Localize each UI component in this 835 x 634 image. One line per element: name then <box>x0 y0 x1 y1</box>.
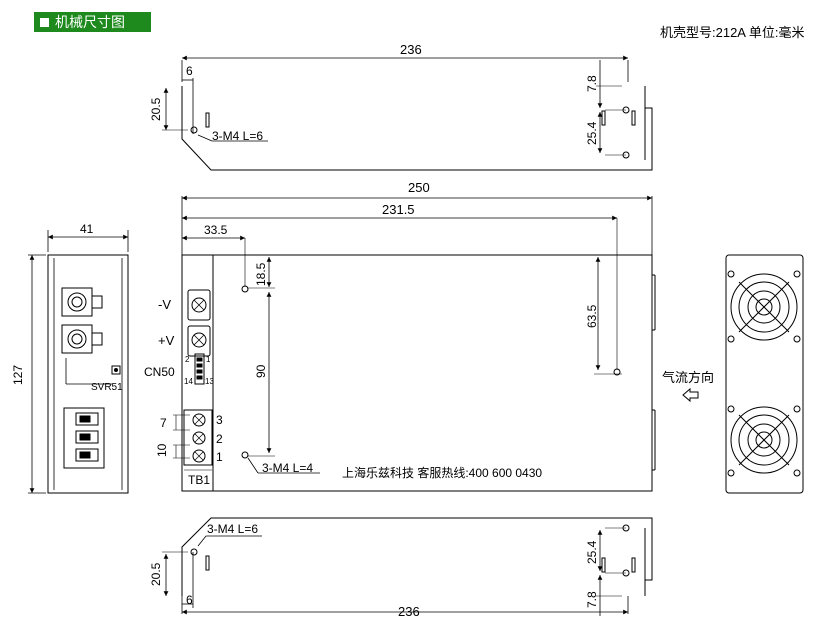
fan-grill-icon <box>730 273 798 341</box>
bottom-hole-spacing-label: 25.4 <box>585 540 599 564</box>
section-title-banner: 机械尺寸图 <box>34 12 151 32</box>
screw-hole <box>190 126 198 134</box>
bottom-length-label: 236 <box>398 604 420 619</box>
top-view <box>162 55 653 171</box>
bottom-screw-note: 3-M4 L=6 <box>207 522 258 536</box>
cn50-pin-label: 1 <box>206 355 211 364</box>
terminal-icon <box>67 292 87 312</box>
section-title: 机械尺寸图 <box>55 14 125 30</box>
square-icon <box>40 17 49 27</box>
left-arrow-icon <box>682 387 699 403</box>
tb-pin-label: 3 <box>216 413 223 427</box>
tb1-terminal-block <box>183 409 213 466</box>
top-length-label: 236 <box>400 42 422 57</box>
screw-hole <box>190 548 198 556</box>
side-view <box>28 230 129 494</box>
terminal-screw-icon <box>192 449 206 463</box>
cn50-pin-label: 14 <box>184 377 193 386</box>
front-screw-note: 3-M4 L=4 <box>262 461 313 475</box>
neg-v-label: -V <box>158 297 171 312</box>
terminal-icon <box>67 329 87 349</box>
company-line: 上海乐兹科技 客服热线:400 600 0430 <box>342 465 542 480</box>
cn50-label: CN50 <box>144 365 175 379</box>
bottom-offset-right-label: 7.8 <box>585 591 599 608</box>
front-hole-top-label: 18.5 <box>254 262 268 286</box>
front-hole-offset-label: 33.5 <box>204 223 228 237</box>
front-hole-span-label: 231.5 <box>382 202 415 217</box>
tb1-label: TB1 <box>188 473 210 487</box>
bottom-view <box>162 517 653 616</box>
screw-hole <box>241 285 249 293</box>
fan-grill-icon <box>730 406 798 474</box>
terminal-screw-icon <box>191 297 207 313</box>
top-screw-note: 3-M4 L=6 <box>212 129 263 143</box>
top-view-outline <box>181 86 653 171</box>
front-total-length-label: 250 <box>408 180 430 195</box>
front-view-outline <box>181 254 653 492</box>
fan-end-view <box>725 254 804 494</box>
airflow-label: 气流方向 <box>662 370 714 385</box>
terminal-screw-icon <box>191 332 207 348</box>
unit-label: 单位:毫米 <box>748 25 805 40</box>
cn50-connector <box>194 353 205 385</box>
front-hole-vertical-label: 90 <box>254 364 268 378</box>
bottom-height-left-label: 20.5 <box>149 562 163 586</box>
tb-pin-label: 1 <box>216 450 223 464</box>
pos-v-label: +V <box>158 333 175 348</box>
terminal-screw-icon <box>192 431 206 445</box>
front-view <box>173 195 656 492</box>
fan-end-outline <box>725 254 804 494</box>
tb-spacing-label: 10 <box>155 443 169 457</box>
terminal-screw-icon <box>192 413 206 427</box>
top-height-left-label: 20.5 <box>149 97 163 121</box>
cn50-pin-label: 2 <box>185 355 190 364</box>
top-offset-right-label: 7.8 <box>585 75 599 92</box>
screw-hole <box>613 368 621 376</box>
side-view-outline <box>47 254 129 494</box>
bottom-offset-left-label: 6 <box>186 593 193 607</box>
top-hole-spacing-label: 25.4 <box>585 121 599 145</box>
front-right-hole-vertical-label: 63.5 <box>585 304 599 328</box>
top-offset-left-label: 6 <box>186 64 193 78</box>
housing-unit-info: 机壳型号:212A 单位:毫米 <box>660 22 805 41</box>
tb-pitch-label: 7 <box>160 416 167 430</box>
housing-label: 机壳型号:212A <box>660 25 746 40</box>
terminal-block-side <box>63 407 105 469</box>
cn50-pin-label: 13 <box>205 377 214 386</box>
terminal-panel <box>181 254 214 492</box>
screw-hole <box>241 451 249 459</box>
svr51-label: SVR51 <box>91 382 123 393</box>
tb-pin-label: 2 <box>216 432 223 446</box>
svr51-trimmer <box>111 365 121 375</box>
side-height-label: 127 <box>11 365 25 385</box>
side-width-label: 41 <box>80 222 94 236</box>
